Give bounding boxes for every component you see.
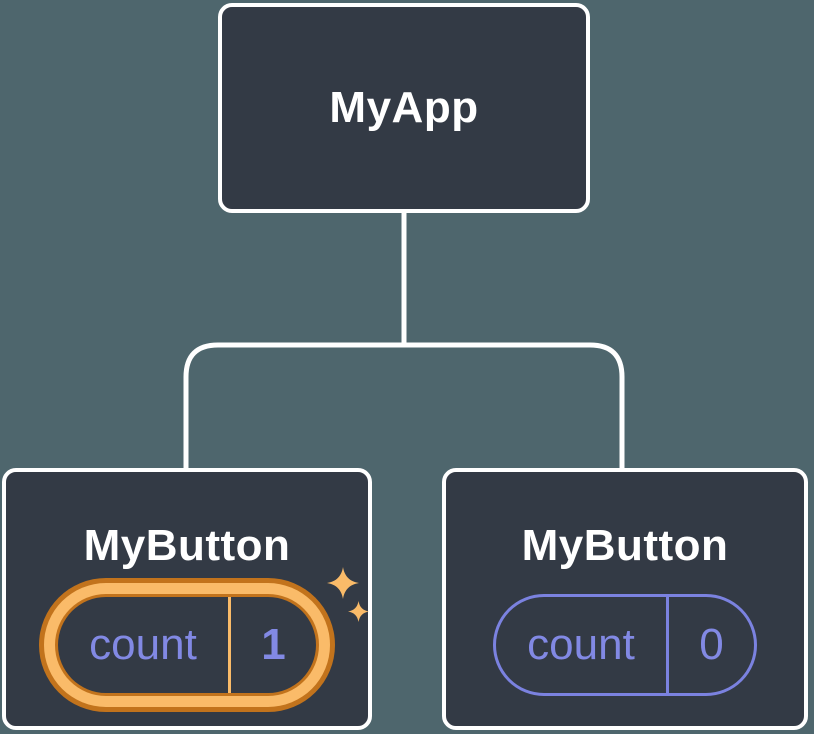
child-node-label: MyButton	[521, 521, 729, 570]
sparkle-icon	[348, 601, 369, 622]
sparkle-icon	[327, 567, 359, 599]
root-node-label: MyApp	[329, 83, 479, 132]
root-node: MyApp	[218, 3, 590, 213]
state-pill-highlighted: count 1	[58, 597, 316, 693]
state-pill: count 0	[493, 594, 757, 696]
state-value: 1	[261, 620, 286, 669]
child-node-mybutton-2: MyButton count 0	[442, 468, 808, 730]
state-key: count	[496, 597, 669, 693]
state-key: count	[58, 597, 231, 693]
child-node-mybutton-1: MyButton count 1	[2, 468, 372, 730]
child-node-label: MyButton	[83, 521, 291, 570]
state-value: 0	[699, 620, 724, 669]
connector-branch	[183, 342, 625, 468]
